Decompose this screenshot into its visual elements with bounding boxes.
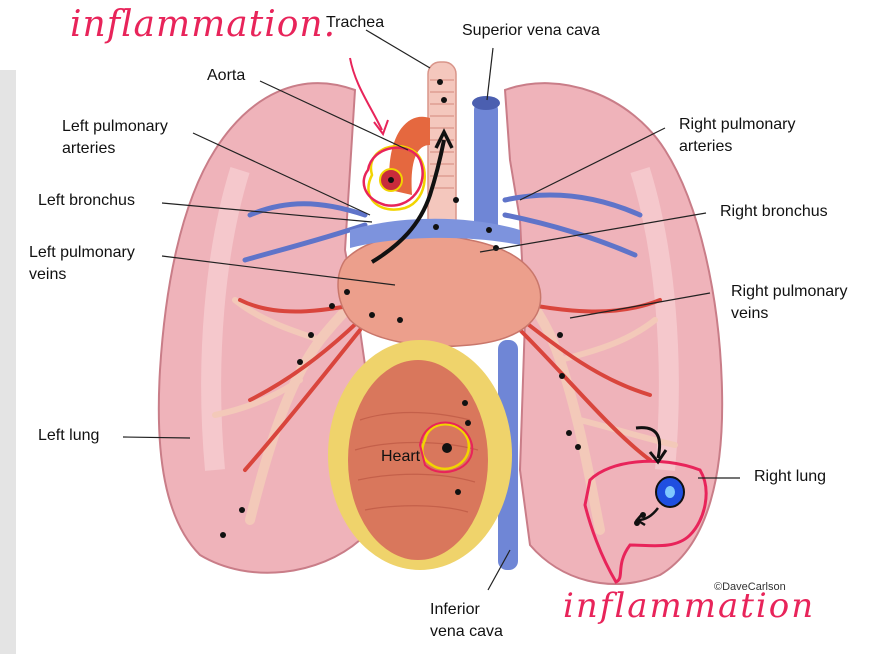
label-left-bronchus: Left bronchus <box>38 191 135 211</box>
label-right-pulmonary-arteries-line2: arteries <box>679 137 732 157</box>
label-right-pulmonary-arteries-line1: Right pulmonary <box>679 115 796 135</box>
label-left-pulmonary-veins-line2: veins <box>29 265 66 285</box>
annotation-inflammation-bottom: inflammation <box>563 586 815 626</box>
superior-vena-cava-shape <box>474 100 498 235</box>
label-left-pulmonary-arteries-line2: arteries <box>62 139 115 159</box>
label-right-pulmonary-veins-line2: veins <box>731 304 768 324</box>
annotation-inflammation-top: inflammation. <box>70 4 336 45</box>
label-right-bronchus: Right bronchus <box>720 202 828 222</box>
label-inferior-vena-cava-line1: Inferior <box>430 600 480 620</box>
label-right-pulmonary-veins-line1: Right pulmonary <box>731 282 848 302</box>
label-superior-vena-cava: Superior vena cava <box>462 21 600 41</box>
label-left-pulmonary-veins-line1: Left pulmonary <box>29 243 135 263</box>
pulmonary-trunk <box>338 234 541 346</box>
label-left-pulmonary-arteries-line1: Left pulmonary <box>62 117 168 137</box>
left-gray-panel <box>0 70 16 654</box>
label-left-lung: Left lung <box>38 426 99 446</box>
label-inferior-vena-cava-line2: vena cava <box>430 622 503 642</box>
label-right-lung: Right lung <box>754 467 826 487</box>
label-heart: Heart <box>381 447 420 467</box>
label-aorta: Aorta <box>207 66 245 86</box>
